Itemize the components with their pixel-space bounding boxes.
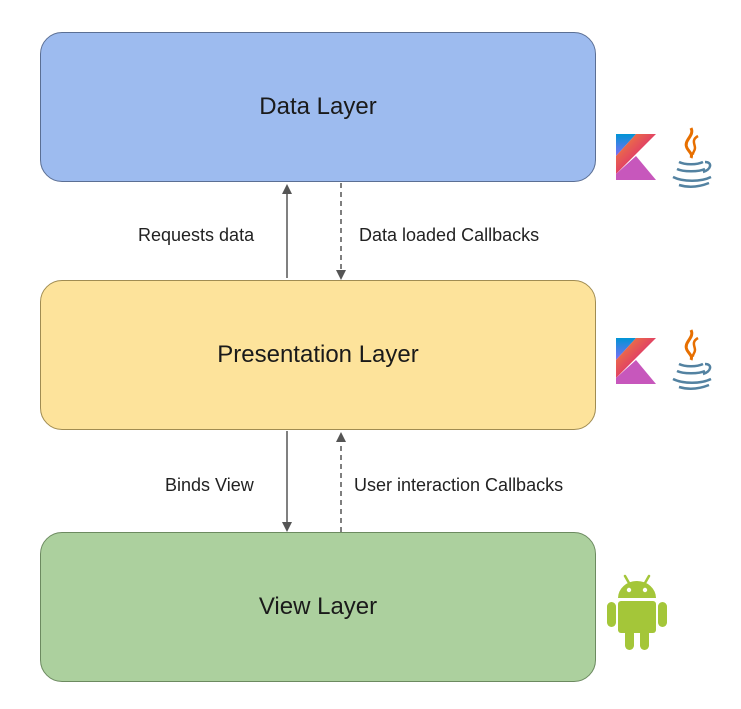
data-layer-label: Data Layer [259, 93, 377, 120]
presentation-layer-box: Presentation Layer [40, 280, 596, 430]
kotlin-logo-icon [616, 134, 656, 180]
kotlin-logo-icon [616, 338, 656, 384]
data-loaded-callbacks-arrowhead [336, 270, 346, 280]
data-layer-box: Data Layer [40, 32, 596, 182]
java-logo-icon [672, 127, 712, 188]
binds-view-label: Binds View [165, 475, 254, 495]
requests-data-label: Requests data [138, 225, 255, 245]
android-robot-icon [607, 574, 667, 650]
user-interaction-callbacks-arrowhead [336, 432, 346, 442]
presentation-layer-label: Presentation Layer [217, 341, 419, 368]
binds-view-arrowhead [282, 522, 292, 532]
data-loaded-callbacks-label: Data loaded Callbacks [359, 225, 540, 245]
view-layer-box: View Layer [40, 532, 596, 682]
view-layer-label: View Layer [258, 593, 378, 620]
user-interaction-callbacks-label: User interaction Callbacks [354, 475, 564, 495]
java-logo-icon [672, 329, 712, 390]
requests-data-arrowhead [282, 184, 292, 194]
